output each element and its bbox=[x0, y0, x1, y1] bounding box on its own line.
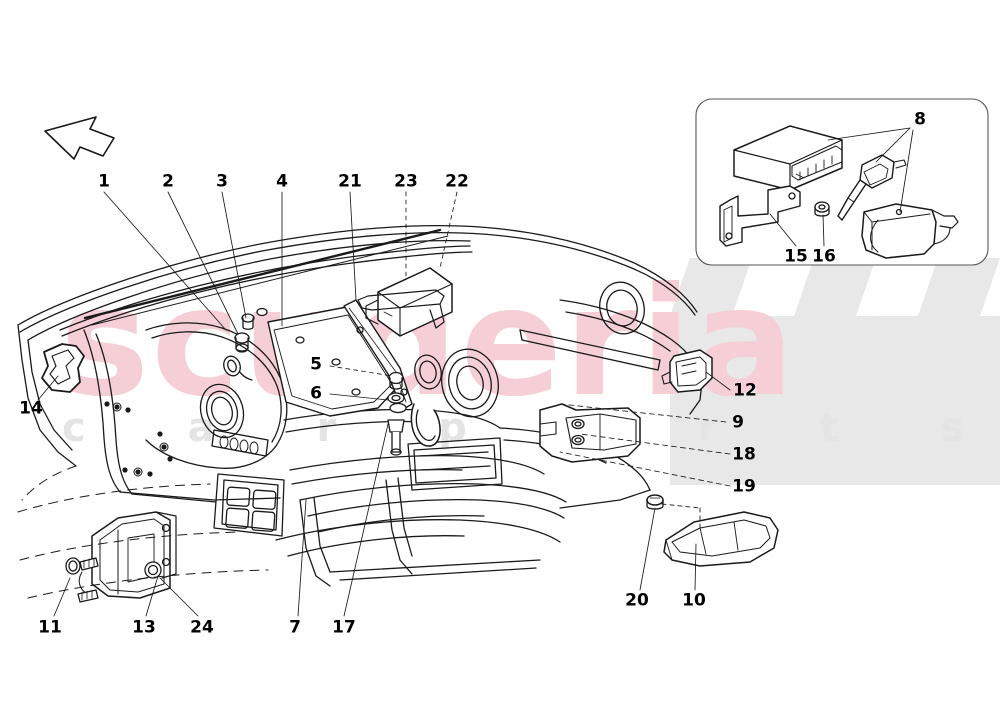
alarm-bracket-nut bbox=[814, 201, 830, 217]
callout-19: 19 bbox=[732, 476, 756, 497]
small-fastener-group bbox=[387, 371, 407, 414]
callout-21: 21 bbox=[338, 171, 362, 192]
glovebox-control-module bbox=[646, 494, 779, 567]
dash-fastener-group bbox=[223, 307, 268, 381]
callout-10: 10 bbox=[682, 590, 706, 611]
callout-9: 9 bbox=[732, 412, 744, 433]
callout-20: 20 bbox=[625, 590, 649, 611]
callout-15: 15 bbox=[784, 246, 808, 267]
clip-and-pin-group bbox=[387, 403, 441, 456]
callout-22: 22 bbox=[445, 171, 469, 192]
callout-2: 2 bbox=[162, 171, 174, 192]
alarm-system-detail-inset bbox=[695, 98, 989, 266]
side-control-module bbox=[65, 511, 177, 603]
callout-8: 8 bbox=[914, 109, 926, 130]
callout-11: 11 bbox=[38, 617, 62, 638]
callout-6: 6 bbox=[310, 383, 322, 404]
callout-23: 23 bbox=[394, 171, 418, 192]
forward-direction-arrow bbox=[44, 116, 115, 160]
callout-4: 4 bbox=[276, 171, 288, 192]
callout-12: 12 bbox=[733, 380, 757, 401]
left-mounting-bracket bbox=[41, 343, 85, 393]
dashboard-assembly bbox=[17, 225, 703, 587]
callout-18: 18 bbox=[732, 444, 756, 465]
callout-17: 17 bbox=[332, 617, 356, 638]
callout-7: 7 bbox=[289, 617, 301, 638]
alarm-ecu-unit bbox=[733, 125, 843, 191]
callout-16: 16 bbox=[812, 246, 836, 267]
right-ecu-module bbox=[539, 403, 641, 463]
callout-13: 13 bbox=[132, 617, 156, 638]
remote-key-fob bbox=[837, 154, 907, 221]
callout-3: 3 bbox=[216, 171, 228, 192]
callout-14: 14 bbox=[19, 398, 43, 419]
callout-24: 24 bbox=[190, 617, 214, 638]
leader-lines bbox=[37, 191, 731, 617]
relay-part-12 bbox=[661, 349, 713, 393]
alarm-ecu-bracket bbox=[719, 185, 801, 247]
callout-1: 1 bbox=[98, 171, 110, 192]
callout-5: 5 bbox=[310, 354, 322, 375]
center-ecu-module bbox=[357, 267, 453, 337]
alarm-siren bbox=[861, 203, 959, 259]
